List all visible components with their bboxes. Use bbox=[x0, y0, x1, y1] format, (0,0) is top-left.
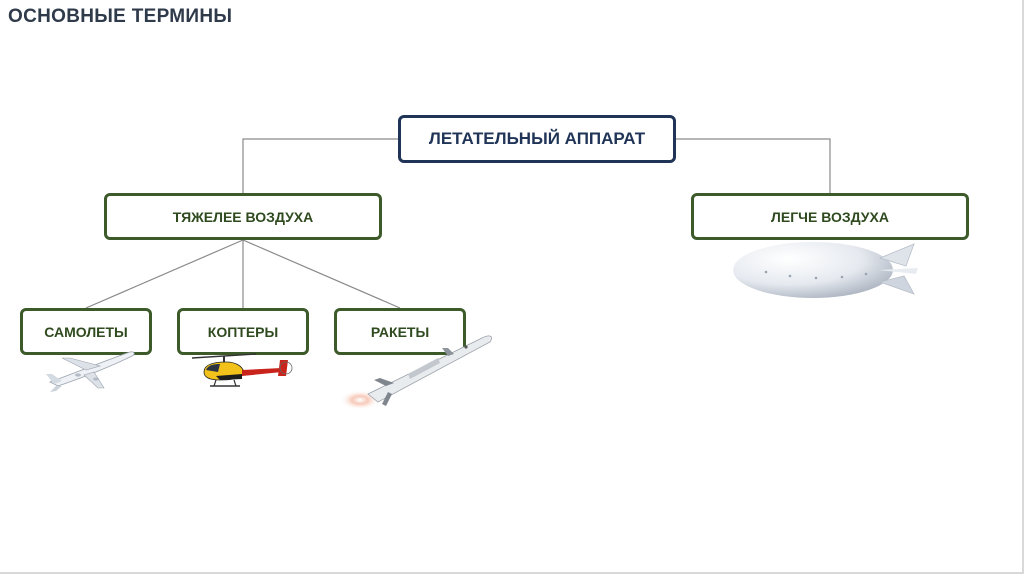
node-lighter-than-air: ЛЕГЧЕ ВОЗДУХА bbox=[691, 193, 969, 240]
node-airplanes-label: САМОЛЕТЫ bbox=[44, 324, 128, 340]
airship-icon bbox=[728, 236, 924, 306]
node-aircraft-label: ЛЕТАТЕЛЬНЫЙ АППАРАТ bbox=[429, 129, 645, 149]
node-heavier-than-air: ТЯЖЕЛЕЕ ВОЗДУХА bbox=[104, 193, 382, 240]
node-heavier-label: ТЯЖЕЛЕЕ ВОЗДУХА bbox=[173, 209, 314, 225]
airplane-icon bbox=[42, 344, 138, 392]
rocket-icon bbox=[338, 330, 498, 414]
connector-heavier-rockets bbox=[243, 240, 400, 308]
connector-root-lighter bbox=[676, 139, 830, 193]
node-lighter-label: ЛЕГЧЕ ВОЗДУХА bbox=[771, 209, 889, 225]
connector-root-heavier bbox=[243, 139, 398, 193]
node-copters-label: КОПТЕРЫ bbox=[208, 324, 278, 340]
helicopter-icon bbox=[190, 346, 300, 392]
node-aircraft: ЛЕТАТЕЛЬНЫЙ АППАРАТ bbox=[398, 115, 676, 163]
connector-heavier-planes bbox=[86, 240, 243, 308]
